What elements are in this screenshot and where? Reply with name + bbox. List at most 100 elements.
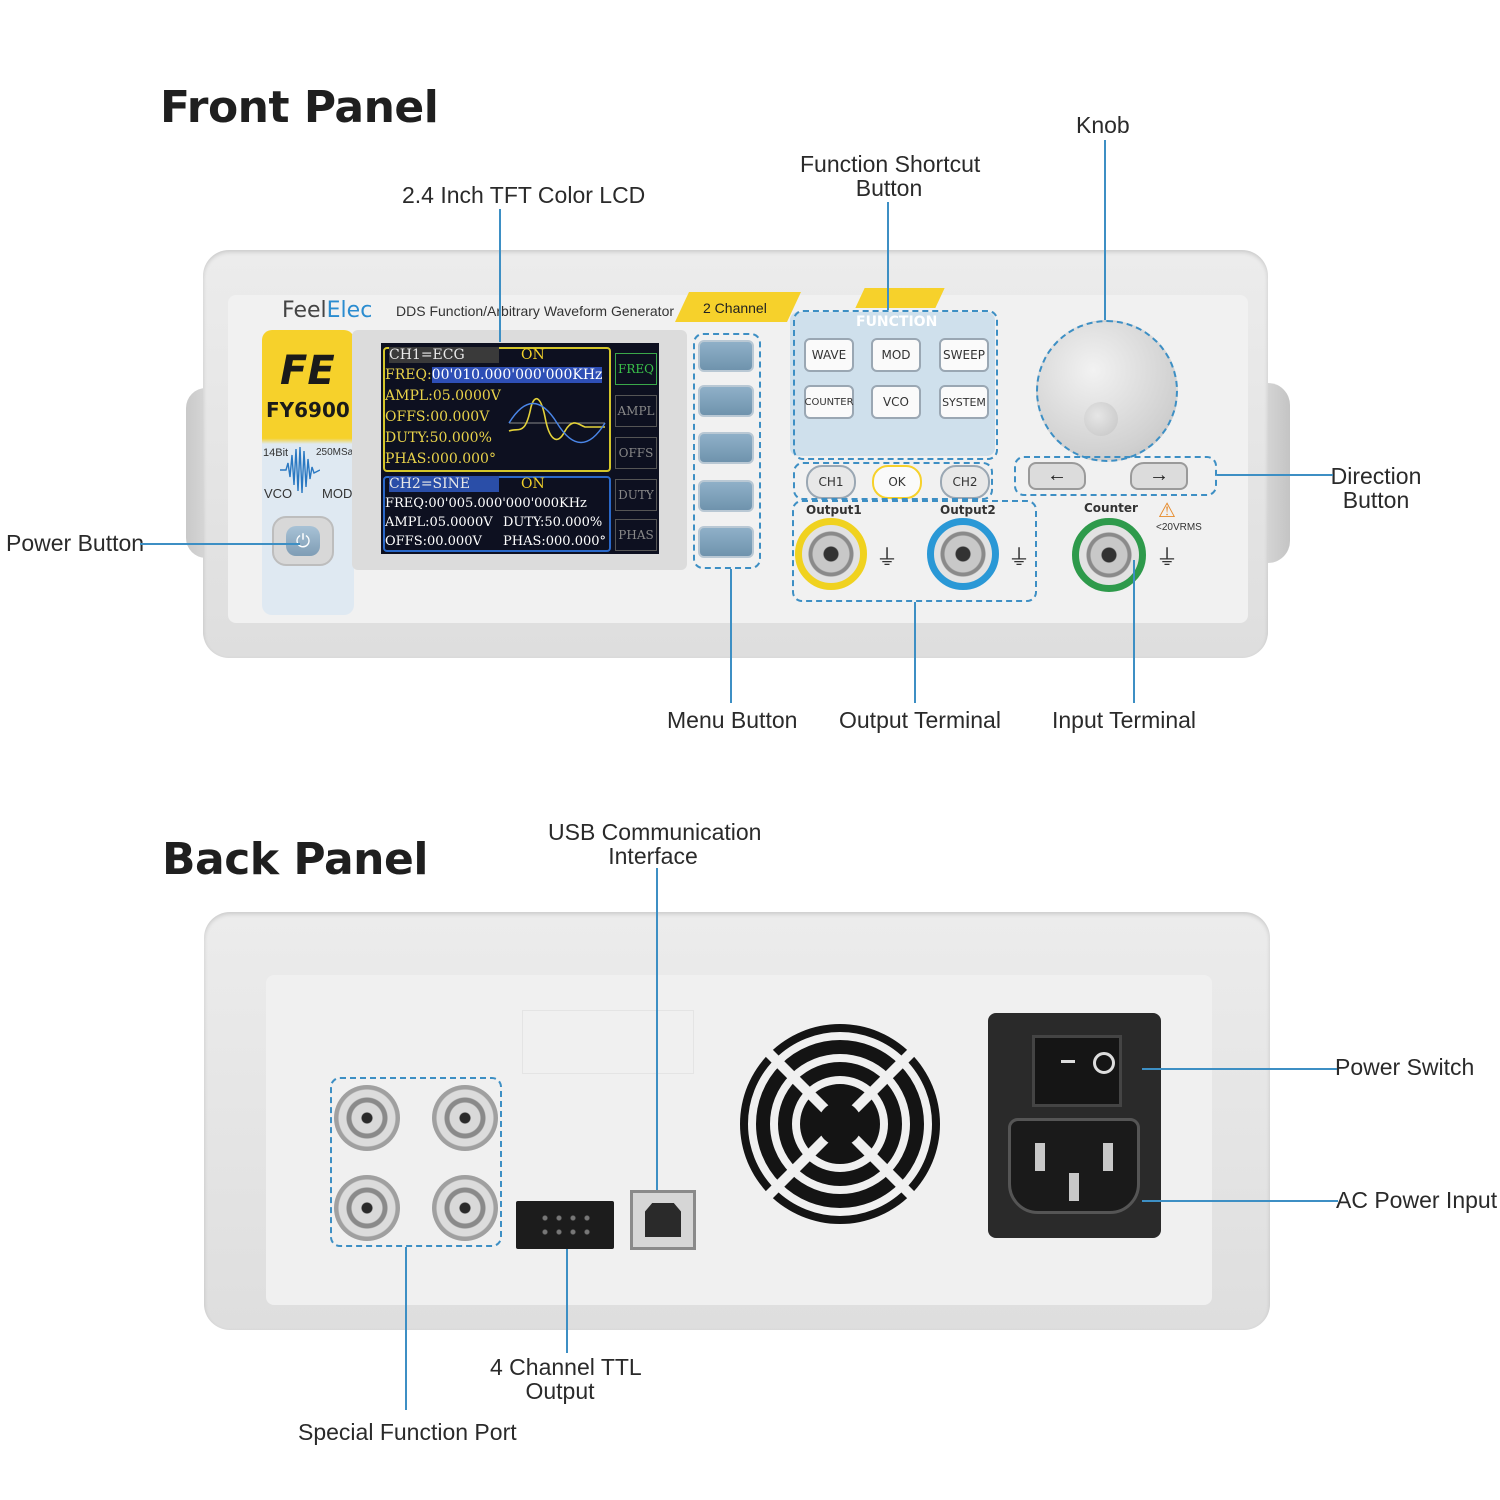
ch1-header-text: CH1=ECG [389,347,465,363]
function-shortcut-callout-line [887,202,889,310]
key-wave[interactable]: WAVE [804,338,854,372]
brand-name-a: Feel [282,298,327,323]
output-terminal-highlight [792,500,1037,602]
ch2-freq: FREQ:00'005.000'000'000KHz [385,496,587,511]
usb-callout-line [656,868,658,1190]
ch1-offs: OFFS:00.000V [385,409,490,425]
output1-bnc[interactable] [795,518,867,590]
usb-callout: USB Communication Interface [548,819,762,869]
ttl-line1: 4 Channel TTL [490,1354,642,1380]
power-switch-callout-line [1142,1068,1337,1070]
ch2-state: ON [521,476,545,492]
function-shortcut-line2: Button [855,175,923,201]
special-port-callout: Special Function Port [298,1419,517,1445]
ac-power-input-callout-line [1142,1200,1338,1202]
left-arrow-button[interactable]: ← [1028,462,1086,490]
function-header: FUNCTION [856,314,938,330]
special-port-callout-line [405,1247,407,1410]
direction-callout: Direction Button [1328,464,1424,512]
menu-button-2[interactable] [698,385,754,417]
ch1-phas: PHAS:000.000° [385,451,496,467]
key-system[interactable]: SYSTEM [939,385,989,419]
ac-pin-ground [1069,1173,1079,1201]
right-arrow-button[interactable]: → [1130,462,1188,490]
ch1-ampl: AMPL:05.0000V [385,388,501,404]
output-terminal-callout-line [914,602,916,703]
menu-button-1[interactable] [698,340,754,372]
ch2-header: CH2=SINE [389,476,499,492]
usb-line2: Interface [608,843,698,869]
menu-button-5[interactable] [698,526,754,558]
key-sweep[interactable]: SWEEP [939,338,989,372]
power-icon: ⏻ [286,526,320,556]
ch1-freq-label: FREQ: [385,367,432,383]
special-port-bnc-2[interactable] [432,1085,498,1151]
knob-callout-line [1104,140,1106,320]
ground-icon-1: ⏚ [876,545,899,570]
output2-label: Output2 [940,503,996,517]
ch2-offs: OFFS:00.000V [385,534,482,549]
ttl-callout: 4 Channel TTL Output [490,1354,642,1404]
brand-name-b: Elec [326,298,373,323]
fan-grille-icon [740,1024,940,1224]
ac-power-inlet[interactable] [1008,1118,1140,1214]
function-shortcut-line1: Function Shortcut [800,151,981,177]
function-highlight [793,310,998,460]
nav-keys-highlight [793,462,993,500]
usb-b-port[interactable] [630,1190,696,1250]
waveform-logo-icon [280,446,320,494]
ttl-output-header[interactable] [516,1201,614,1249]
counter-label: Counter [1084,501,1138,515]
menu-label-offs: OFFS [615,437,657,469]
menu-button-3[interactable] [698,432,754,464]
ch2-ampl: AMPL:05.0000V [385,515,493,530]
function-badge [855,288,945,308]
knob[interactable] [1036,320,1178,462]
ch2-header-text: CH2=SINE [389,476,471,492]
input-terminal-callout: Input Terminal [1052,707,1197,733]
brand-logo: FE [280,348,335,394]
ttl-line2: Output [525,1378,595,1404]
ch1-duty: DUTY:50.000% [385,430,492,446]
direction-line2: Button [1342,487,1410,513]
back-panel-title: Back Panel [162,834,428,885]
spec-bits: 14Bit [263,447,289,459]
lcd-callout: 2.4 Inch TFT Color LCD [402,182,646,208]
direction-callout-line [1217,474,1333,476]
ch1-freq-value: 00'010.000'000'000KHz [431,367,603,383]
usb-line1: USB Communication [548,819,762,845]
key-vco[interactable]: VCO [871,385,921,419]
brand-badge [262,330,354,615]
function-shortcut-callout: Function Shortcut Button [800,151,981,201]
power-button[interactable]: ⏻ [272,516,334,566]
ac-power-input-callout: AC Power Input [1336,1187,1498,1213]
left-arrow-icon: ← [1047,464,1067,486]
ground-icon-3: ⏚ [1156,545,1179,570]
special-port-bnc-1[interactable] [334,1085,400,1151]
key-counter[interactable]: COUNTER [804,385,854,419]
direction-highlight [1014,456,1217,496]
menu-label-duty: DUTY [615,479,657,511]
spec-rate: 250MSa/s [316,447,362,458]
special-port-bnc-3[interactable] [334,1175,400,1241]
model-label: FY6900 [266,398,350,422]
key-ch1[interactable]: CH1 [806,465,856,499]
mod-label: MOD [322,486,353,501]
channel-badge-text: 2 Channel [703,300,767,316]
lcd-callout-line [499,209,501,342]
ch2-duty: DUTY:50.000% [503,515,603,530]
switch-off-symbol [1061,1060,1075,1063]
special-port-bnc-4[interactable] [432,1175,498,1241]
power-button-callout-line [140,543,300,545]
key-ok[interactable]: OK [872,465,922,499]
output2-bnc[interactable] [927,518,999,590]
ch1-freq: FREQ:00'010.000'000'000KHz [385,367,603,383]
faint-label-box-1 [522,1010,694,1074]
key-mod[interactable]: MOD [871,338,921,372]
menu-button-4[interactable] [698,480,754,512]
power-switch[interactable] [1032,1035,1122,1107]
lcd-screen: CH1=ECG ON FREQ:00'010.000'000'000KHz AM… [381,343,659,554]
input-terminal-callout-line [1133,560,1135,703]
menu-label-freq: FREQ [615,353,657,385]
ch1-state: ON [521,347,545,363]
